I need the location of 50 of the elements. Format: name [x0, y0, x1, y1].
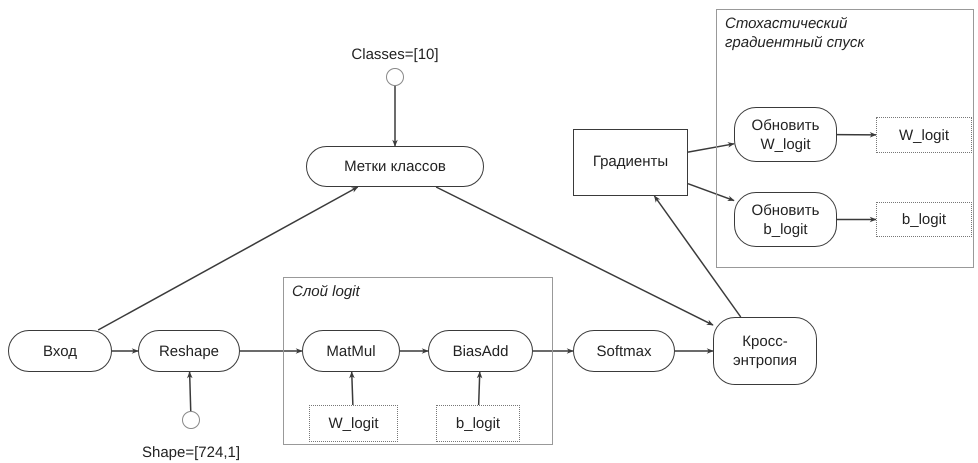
variable-box	[876, 117, 972, 153]
node-label: Градиенты	[592, 152, 668, 172]
node-label: Обновить W_logit	[750, 116, 820, 154]
variable-box	[876, 202, 972, 237]
group-title: Слой logit	[292, 282, 362, 301]
node-label: b_logit	[456, 414, 500, 433]
node-label: Вход	[43, 342, 77, 360]
variable-box	[436, 405, 520, 442]
node-label: Softmax	[596, 342, 652, 360]
operation-pill	[713, 317, 817, 385]
arrow	[112, 348, 139, 354]
node-label: Обновить b_logit	[750, 200, 820, 238]
node-label: Reshape	[158, 342, 220, 360]
operation-pill	[138, 330, 240, 372]
arrow	[476, 371, 482, 406]
operation-pill	[734, 107, 837, 162]
node-label: b_logit	[902, 210, 946, 229]
operation-pill	[306, 146, 484, 187]
arrow	[837, 216, 877, 222]
node-label: Кросс-энтропия	[732, 332, 798, 370]
arrow	[400, 348, 429, 354]
group-frame	[283, 277, 553, 445]
node-label: MatMul	[326, 342, 376, 360]
operation-pill	[302, 330, 400, 372]
arrow	[675, 348, 714, 354]
arrow	[240, 348, 303, 354]
operation-pill	[573, 330, 675, 372]
arrow	[688, 142, 735, 153]
arrow	[98, 186, 358, 331]
arrow	[436, 186, 714, 326]
operation-pill	[428, 330, 533, 372]
group-frame	[716, 9, 974, 268]
arrow	[533, 348, 574, 354]
operation-pill	[734, 192, 837, 247]
arrow	[654, 195, 742, 318]
arrow	[837, 132, 877, 138]
variable-box	[309, 405, 398, 442]
node-label: BiasAdd	[452, 342, 508, 360]
arrow	[688, 182, 735, 202]
node-caption: Shape=[724,1]	[140, 443, 241, 463]
arrow	[392, 86, 398, 147]
arrow	[349, 371, 355, 406]
arrow	[187, 371, 193, 412]
group-title: Стохастический градиентный спуск	[725, 14, 866, 52]
process-box	[573, 129, 688, 196]
node-label: W_logit	[898, 126, 950, 144]
operation-pill	[8, 330, 112, 372]
node-label: W_logit	[328, 414, 379, 433]
node-caption: Classes=[10]	[350, 45, 440, 65]
node-label: Метки классов	[344, 157, 446, 176]
